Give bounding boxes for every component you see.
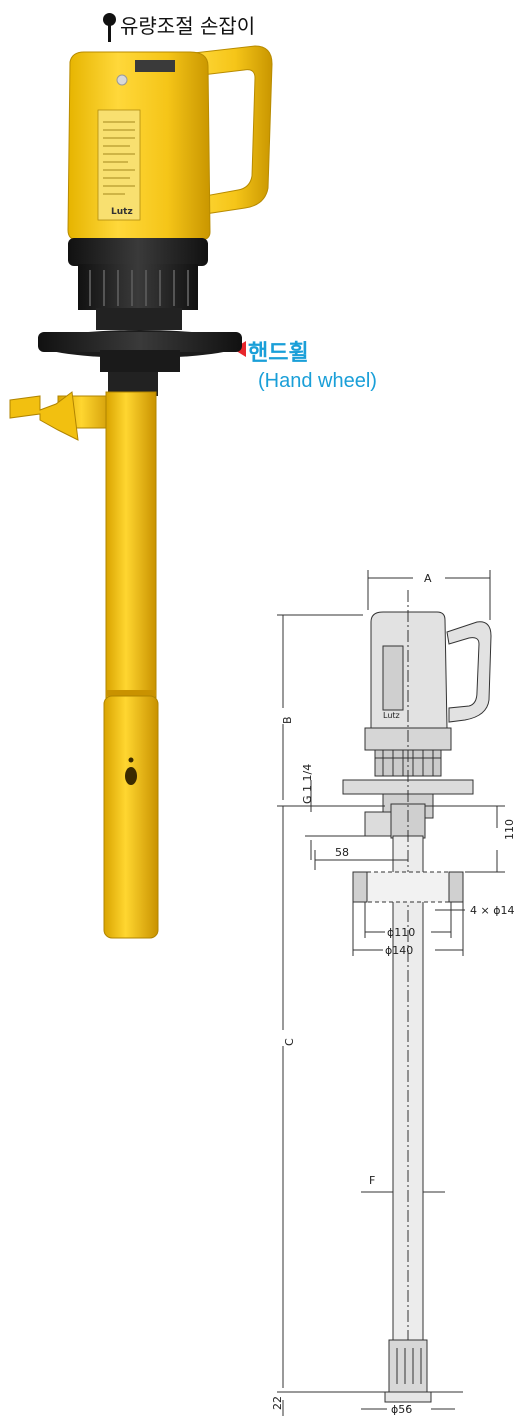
technical-drawing: A B G 1 1/4 58 110 4 × ϕ14 ϕ110 ϕ140 C F…: [271, 570, 516, 1416]
dim-22-label: 22: [271, 1396, 284, 1410]
dim-110-label: 110: [503, 819, 516, 840]
motor-collar: [68, 238, 208, 266]
dia-140-label: ϕ140: [385, 944, 413, 957]
dim-58-label: 58: [335, 846, 349, 859]
drawing-brand-text: Lutz: [383, 711, 400, 720]
flow-knob-text: 유량조절 손잡이: [120, 14, 256, 38]
lower-tube: [103, 695, 159, 939]
label-plate: [97, 109, 141, 221]
pump-illustration: Lutz: [9, 45, 273, 939]
dim-c-label: C: [283, 1038, 296, 1046]
flow-knob-label: 유량조절 손잡이: [120, 10, 255, 39]
dim-a-label: A: [424, 572, 432, 585]
hand-wheel-label-en: (Hand wheel): [258, 370, 377, 392]
dim-f-label: F: [369, 1174, 375, 1187]
outlet-nozzle: [9, 391, 79, 441]
brand-logo-text: Lutz: [111, 207, 133, 217]
holes-label: 4 × ϕ14: [470, 904, 514, 917]
dim-b-label: B: [281, 716, 294, 724]
main-tube: [105, 391, 157, 703]
dia-110-label: ϕ110: [387, 926, 415, 939]
hand-wheel-label-ko: 핸드휠: [248, 341, 309, 366]
callout-dot-icon: [103, 13, 116, 26]
dia-56-label: ϕ56: [391, 1403, 412, 1416]
thread-label: G 1 1/4: [301, 764, 314, 804]
callout-leader-line: [108, 20, 111, 42]
